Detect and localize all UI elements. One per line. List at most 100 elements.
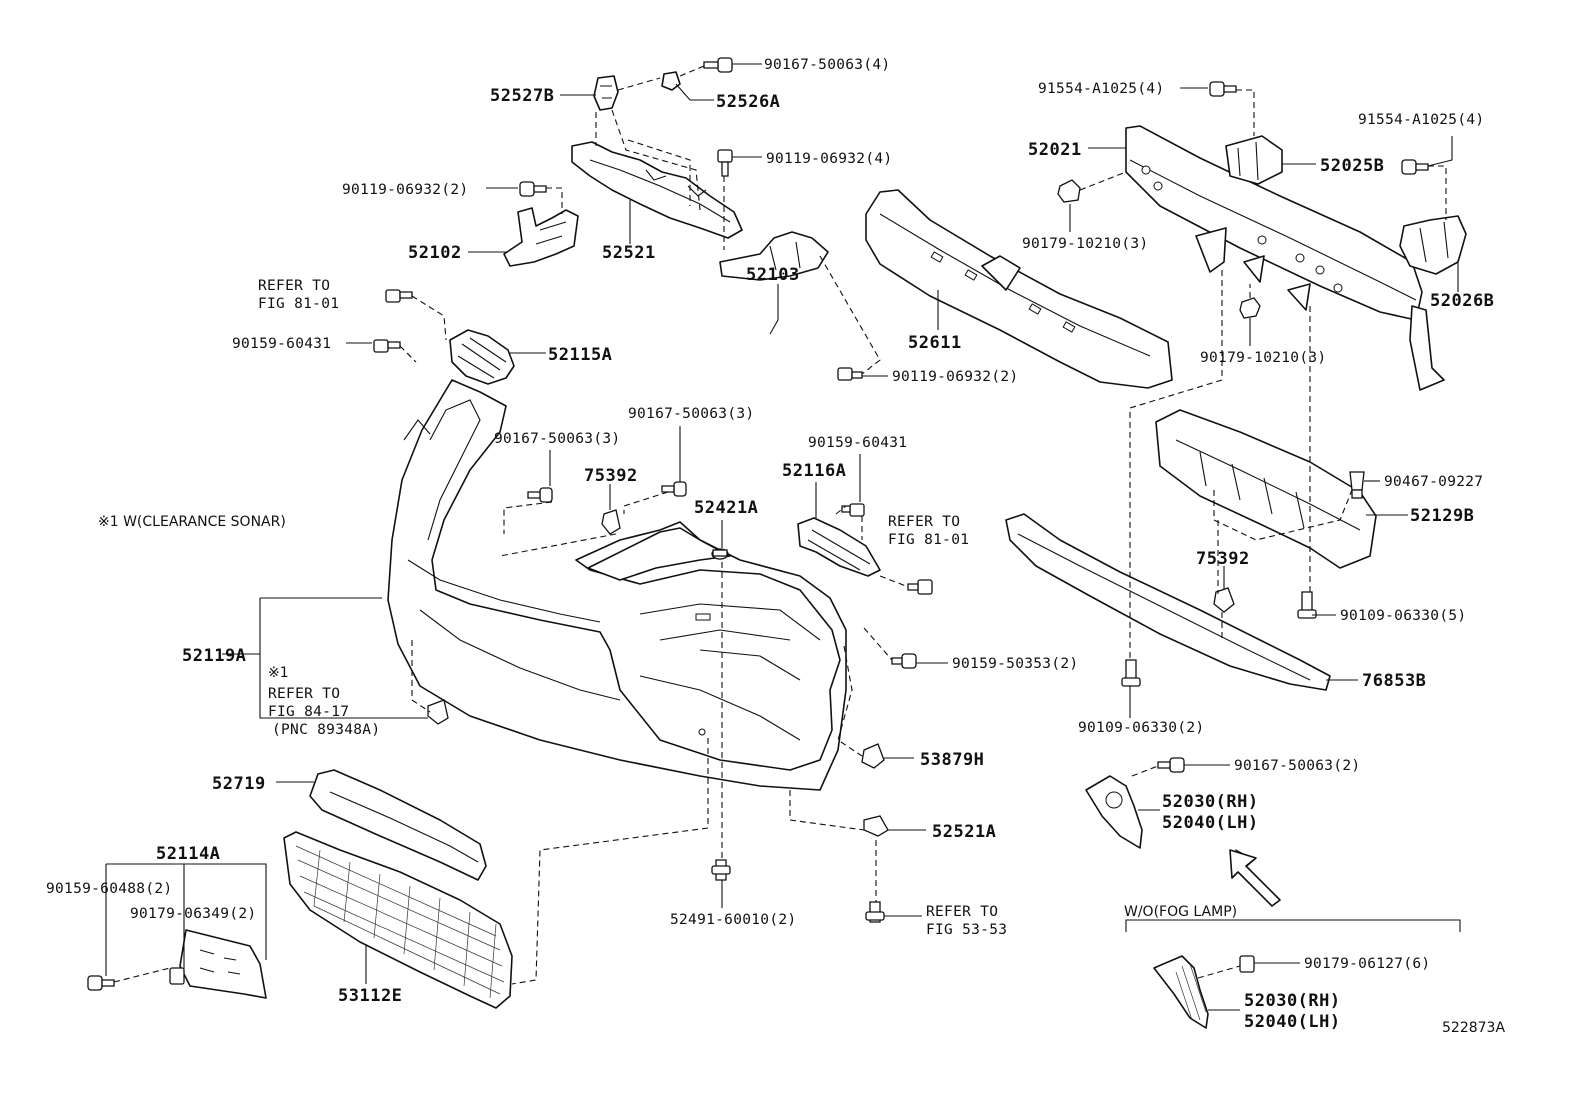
fastener-91554-A1025-4b	[1401, 159, 1429, 175]
label-52521A: 52521A	[932, 822, 996, 842]
label-52030-rh-a: 52030(RH)	[1162, 792, 1259, 812]
label-90159-60431-b: 90159-60431	[808, 435, 907, 451]
diagram-id: 522873A	[1442, 1020, 1505, 1036]
label-90467-09227: 90467-09227	[1384, 474, 1483, 490]
label-52119A: 52119A	[182, 646, 246, 666]
label-refer-53-53-2: FIG 53-53	[926, 922, 1007, 938]
label-90159-50353-2: 90159-50353(2)	[952, 656, 1078, 672]
part-52129B	[1155, 409, 1377, 569]
label-refer-81-01-b-1: REFER TO	[888, 514, 960, 530]
fastener-52491-60010-2	[711, 859, 731, 881]
part-52611-absorber	[865, 189, 1173, 389]
label-90179-06349-2: 90179-06349(2)	[130, 906, 256, 922]
label-53112E: 53112E	[338, 986, 402, 1006]
label-90179-10210-3a: 90179-10210(3)	[1022, 236, 1148, 252]
part-75392b	[1213, 587, 1235, 613]
fastener-refer-81-01-b	[907, 579, 933, 595]
fastener-90159-60431-b	[841, 503, 865, 517]
part-52103	[719, 231, 829, 281]
part-89348A-sonar-bracket	[427, 699, 449, 725]
fastener-refer-53-53	[865, 901, 885, 923]
label-refer-53-53-1: REFER TO	[926, 904, 998, 920]
fastener-90109-06330-2	[1121, 659, 1141, 687]
part-52116A	[797, 517, 881, 577]
wo-fog-lamp-bracket	[1125, 919, 1461, 932]
note-x1: ※1	[268, 665, 289, 681]
label-90109-06330-2: 90109-06330(2)	[1078, 720, 1204, 736]
fastener-90167-50063-3b	[661, 481, 687, 497]
label-52040-lh-a: 52040(LH)	[1162, 813, 1259, 833]
part-52527B	[593, 75, 619, 111]
label-75392a: 75392	[584, 466, 638, 486]
part-52521	[571, 141, 743, 239]
label-52115A: 52115A	[548, 345, 612, 365]
fastener-90167-50063-2	[1157, 757, 1185, 773]
label-90179-06127-6: 90179-06127(6)	[1304, 956, 1430, 972]
label-52526A: 52526A	[716, 92, 780, 112]
label-52026B: 52026B	[1430, 291, 1494, 311]
label-75392b: 75392	[1196, 549, 1250, 569]
note-clearance-sonar: ※1 W(CLEARANCE SONAR)	[98, 514, 286, 530]
label-90167-50063-3a: 90167-50063(3)	[494, 431, 620, 447]
part-52021-reinforcement	[1125, 125, 1445, 391]
arrow-indicator	[1229, 848, 1281, 907]
label-90167-50063-3b: 90167-50063(3)	[628, 406, 754, 422]
part-52115A	[449, 329, 515, 385]
part-labels: 90167-50063(4) 52527B 52526A 90119-06932…	[46, 57, 1505, 1036]
part-52030-52040-cover-b	[1153, 955, 1209, 1029]
fastener-90159-60488-2	[87, 975, 115, 991]
label-90167-50063-2: 90167-50063(2)	[1234, 758, 1360, 774]
fastener-90109-06330-5	[1297, 591, 1317, 619]
part-52526A	[661, 71, 681, 91]
part-52421A	[711, 548, 729, 560]
label-refer-84-17-1: REFER TO	[268, 686, 340, 702]
label-refer-81-01-b-2: FIG 81-01	[888, 532, 969, 548]
label-90167-50063-4: 90167-50063(4)	[764, 57, 890, 73]
part-52030-52040-cover-a	[1085, 775, 1143, 849]
part-53112E-grille	[283, 831, 513, 1009]
label-90119-06932-2a: 90119-06932(2)	[342, 182, 468, 198]
label-53879H: 53879H	[920, 750, 984, 770]
label-52030-rh-b: 52030(RH)	[1244, 991, 1341, 1011]
label-52719: 52719	[212, 774, 266, 794]
part-52521A	[863, 815, 889, 837]
label-90159-60488-2: 90159-60488(2)	[46, 881, 172, 897]
label-52025B: 52025B	[1320, 156, 1384, 176]
fastener-90179-06349-2	[169, 967, 185, 985]
label-52521: 52521	[602, 243, 656, 263]
label-52527B: 52527B	[490, 86, 554, 106]
assembly-lines	[113, 65, 1447, 985]
part-75392a	[601, 509, 621, 535]
part-52119A-bumper-cover	[387, 379, 847, 791]
part-52102	[503, 207, 579, 267]
label-90119-06932-2b: 90119-06932(2)	[892, 369, 1018, 385]
label-52421A: 52421A	[694, 498, 758, 518]
label-52102: 52102	[408, 243, 462, 263]
fastener-90467-09227	[1349, 471, 1365, 499]
fastener-90179-06127-6	[1239, 955, 1255, 973]
label-52103: 52103	[746, 265, 800, 285]
part-52719-molding	[309, 769, 487, 881]
fastener-90119-06932-2a	[519, 181, 547, 197]
fastener-90119-06932-2b	[837, 367, 863, 381]
fastener-91554-A1025-4a	[1209, 81, 1237, 97]
label-90109-06330-5: 90109-06330(5)	[1340, 608, 1466, 624]
label-52021: 52021	[1028, 140, 1082, 160]
part-52025B	[1225, 135, 1283, 185]
fastener-90167-50063-3a	[527, 487, 553, 503]
part-76853B-spoiler	[1005, 513, 1331, 691]
label-52114A: 52114A	[156, 844, 220, 864]
label-52040-lh-b: 52040(LH)	[1244, 1012, 1341, 1032]
label-52116A: 52116A	[782, 461, 846, 481]
part-52026B	[1399, 215, 1467, 275]
label-91554-A1025-4a: 91554-A1025(4)	[1038, 81, 1164, 97]
fastener-90167-50063-4	[703, 57, 733, 73]
fastener-90179-10210-3b	[1239, 297, 1261, 319]
label-76853B: 76853B	[1362, 671, 1426, 691]
fastener-90159-60431-a	[373, 339, 401, 353]
label-90179-10210-3b: 90179-10210(3)	[1200, 350, 1326, 366]
label-91554-A1025-4b: 91554-A1025(4)	[1358, 112, 1484, 128]
part-53879H	[861, 743, 885, 769]
label-90119-06932-4: 90119-06932(4)	[766, 151, 892, 167]
